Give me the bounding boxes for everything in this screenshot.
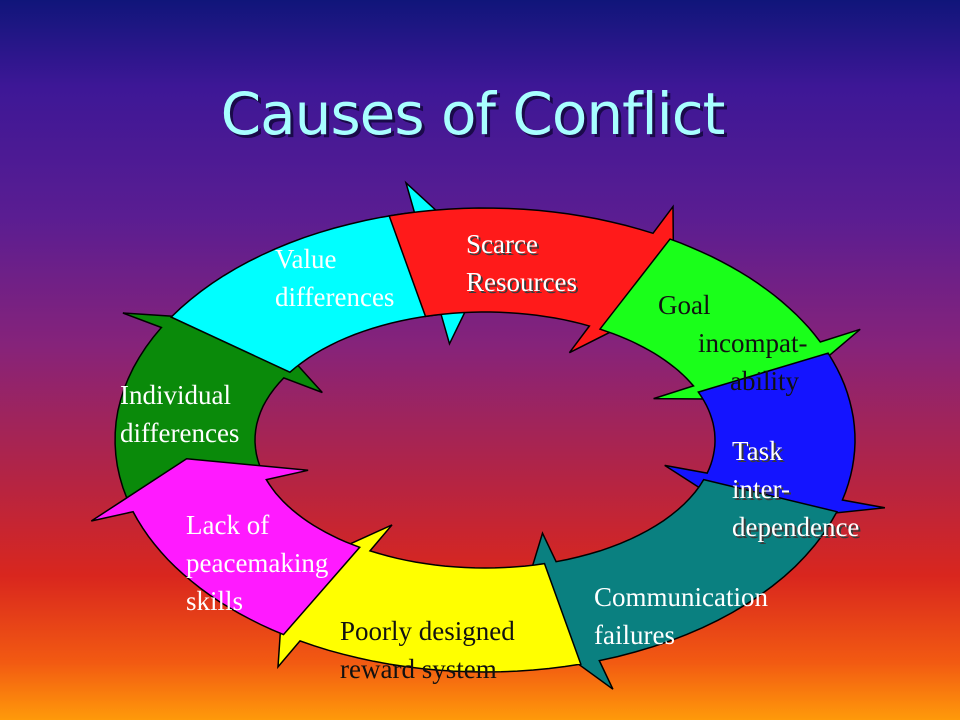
label-line: inter-: [732, 474, 790, 504]
label-poorly-designed-reward-system: Poorly designed reward system: [340, 612, 515, 688]
label-line: skills: [186, 586, 244, 616]
label-communication-failures: Communication failures: [594, 578, 768, 654]
label-line: differences: [120, 418, 240, 448]
label-line: Lack of: [186, 510, 270, 540]
slide-title: Causes of Conflict: [220, 80, 726, 148]
label-line: Task: [732, 436, 783, 466]
label-value-differences: Value differences: [275, 240, 394, 316]
label-line: Scarce: [466, 229, 538, 259]
label-line: incompat-: [698, 328, 808, 358]
label-line: Poorly designed: [340, 616, 515, 646]
label-line: ability: [730, 366, 799, 396]
label-line: Individual: [120, 380, 231, 410]
label-task-interdependence: Task inter- dependence: [732, 432, 859, 546]
label-line: Communication: [594, 582, 768, 612]
arrow-peacemaking: [90, 458, 361, 636]
label-individual-differences: Individual differences: [120, 376, 239, 452]
label-line: Resources: [466, 267, 577, 297]
label-line: reward system: [340, 654, 497, 684]
label-line: differences: [275, 282, 395, 312]
label-line: Value: [275, 244, 337, 274]
label-line: dependence: [732, 512, 860, 542]
label-goal-incompatability: Goal incompat- ability: [658, 286, 807, 400]
label-scarce-resources: Scarce Resources: [466, 225, 577, 301]
label-line: Goal: [658, 290, 711, 320]
label-lack-of-peacemaking-skills: Lack of peacemaking skills: [186, 506, 328, 620]
label-line: failures: [594, 620, 675, 650]
label-line: peacemaking: [186, 548, 329, 578]
